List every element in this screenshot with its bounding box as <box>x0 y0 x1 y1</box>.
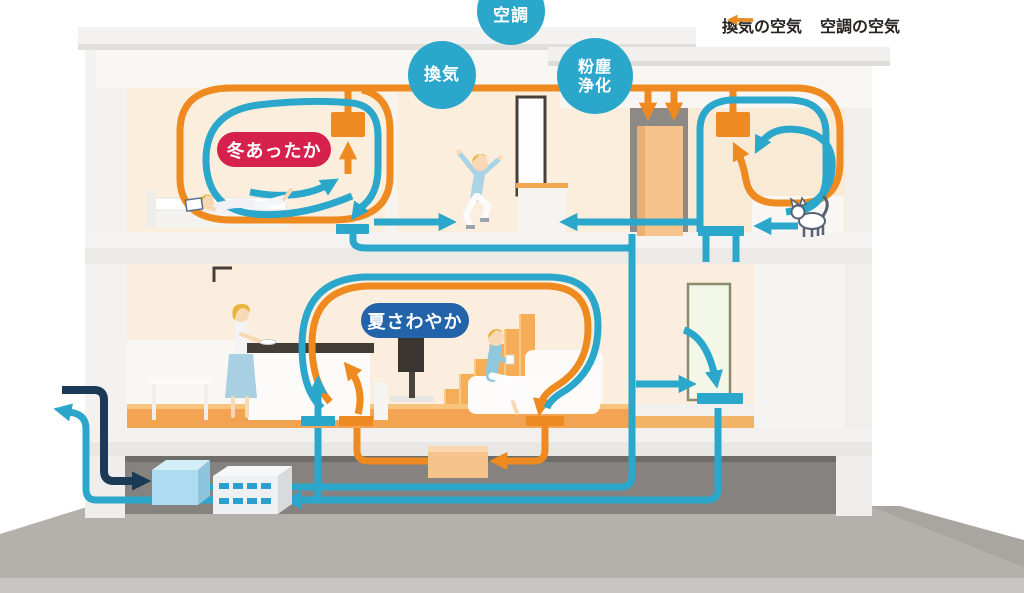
ventilation-vents <box>301 224 744 426</box>
supply-riser <box>278 234 636 491</box>
ground <box>0 506 1024 593</box>
ventilation-label-circle: 換気 <box>408 41 476 109</box>
ventilation-loop-2f-left <box>202 97 382 221</box>
legend-item-aircon: 空調の空気 <box>727 13 900 37</box>
person-cooking <box>225 304 277 418</box>
aircon-loop-2f-left <box>176 84 394 224</box>
person-sitting <box>486 328 519 415</box>
entrance-step <box>634 416 754 428</box>
ventilation-duct-network <box>53 96 836 510</box>
roof-right <box>548 47 890 63</box>
floor-vent-entrance <box>697 393 743 404</box>
floor-vent-kitchen-blue <box>301 416 335 426</box>
person-lying-reading <box>184 188 293 213</box>
aircon-units <box>331 112 750 478</box>
first-floor-slab <box>85 428 872 442</box>
ventilation-loop-1f <box>298 273 602 411</box>
floor-vent-2f-left <box>336 224 369 234</box>
person-child-jumping <box>456 149 503 230</box>
table <box>148 378 212 384</box>
summer-fresh-badge: 夏さわやか <box>361 303 469 338</box>
cat <box>789 195 829 237</box>
legend: 換気の空気 空調の空気 <box>722 13 900 37</box>
intake-filter-box <box>152 470 198 505</box>
ventilation-label: 換気 <box>424 65 460 85</box>
roof-left <box>78 27 696 46</box>
front-right-wall <box>755 262 845 432</box>
heat-exchange-ventilation-unit <box>213 476 278 514</box>
right-exterior-wall <box>845 106 872 456</box>
underfloor-supply <box>353 428 428 465</box>
underfloor-aircon-unit <box>428 452 488 478</box>
aircon-loop-1f <box>308 282 592 417</box>
dust-purification-label-circle: 粉塵 浄化 <box>557 38 633 114</box>
supply-grille-2f-right <box>716 112 750 137</box>
underfloor-return <box>489 426 549 471</box>
floor-vent-kitchen-orange <box>339 416 373 426</box>
floor-vent-2f-right <box>698 226 744 236</box>
entrance-window <box>686 282 732 402</box>
aircon-label: 空調 <box>493 6 529 26</box>
aircon-air-arrow-icon <box>727 14 753 26</box>
kitchen-counter <box>127 340 245 404</box>
window-2f <box>515 95 547 197</box>
return-line <box>283 408 722 510</box>
outdoor-air-intake-pipe <box>62 386 152 491</box>
winter-warm-badge: 冬あったか <box>217 132 331 167</box>
supply-grille-2f-left <box>331 112 365 137</box>
kitchen-window-frame <box>212 266 232 282</box>
basement-units <box>152 460 292 514</box>
floor-vent-living-orange <box>526 416 564 426</box>
exhaust-pipe <box>53 403 213 504</box>
